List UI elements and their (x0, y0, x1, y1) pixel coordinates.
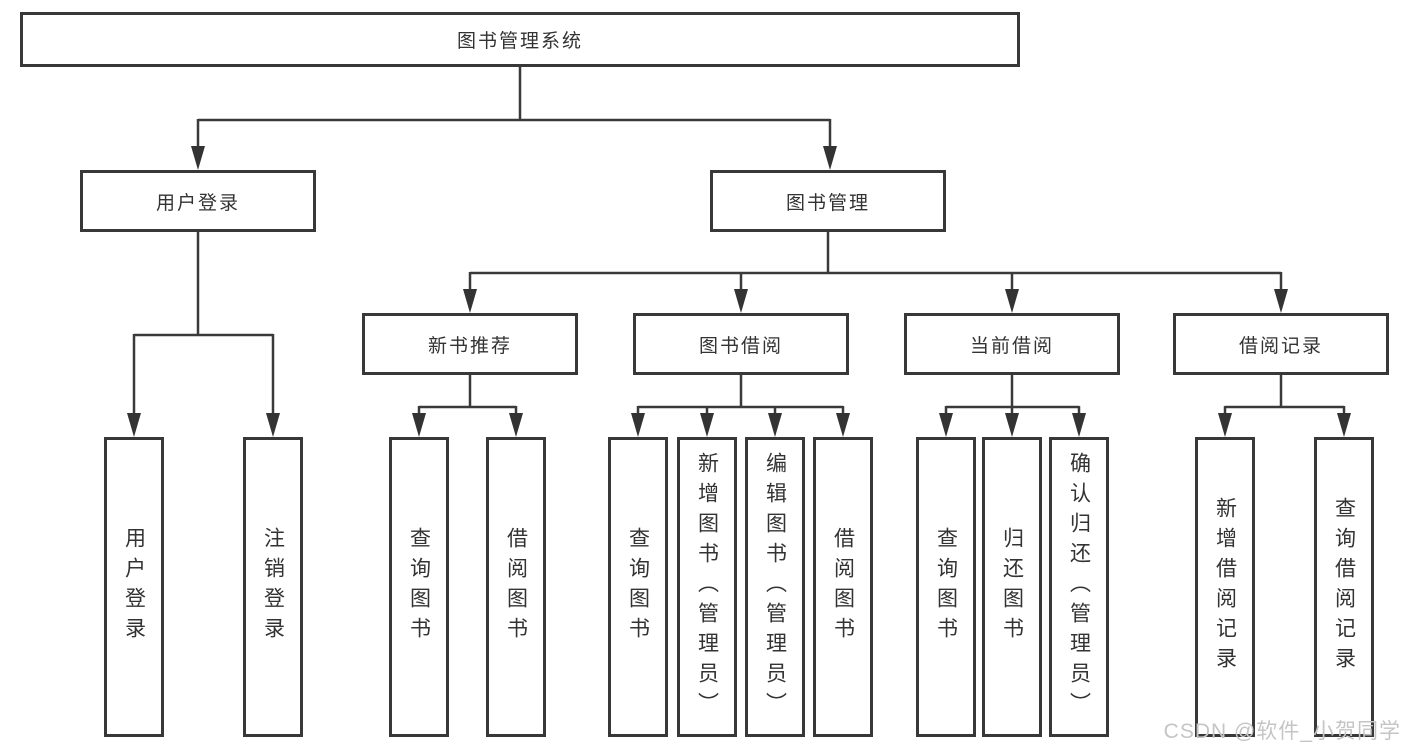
leaf-label: 编辑图书（管理员） (763, 452, 787, 722)
connector-root-to-level2 (191, 67, 837, 170)
csdn-watermark: CSDN @软件_小贺同学 (1163, 720, 1401, 743)
node-new-book-recommendation: 新书推荐 (362, 313, 578, 375)
leaf-label: 查询图书 (407, 527, 431, 647)
leaf-label: 借阅图书 (504, 527, 528, 647)
leaf-label: 查询借阅记录 (1332, 497, 1356, 677)
node-label: 图书管理系统 (456, 31, 583, 52)
leaf-return-books: 归还图书 (982, 437, 1042, 737)
node-book-management: 图书管理 (710, 170, 946, 232)
leaf-label: 新增借阅记录 (1213, 497, 1237, 677)
node-label: 当前借阅 (969, 335, 1054, 357)
connector-book-management-to-level3 (463, 232, 1288, 313)
node-label: 用户登录 (155, 192, 240, 214)
leaf-label: 借阅图书 (831, 527, 855, 647)
leaf-query-books-newrec: 查询图书 (389, 437, 449, 737)
leaf-label: 新增图书（管理员） (695, 452, 719, 722)
leaf-logout-login: 注销登录 (243, 437, 303, 737)
leaf-label: 确认归还（管理员） (1067, 452, 1091, 722)
node-borrowing-records: 借阅记录 (1173, 313, 1389, 375)
connector-book-borrowing-to-leaves (631, 375, 850, 437)
connector-new-book-to-leaves (412, 375, 523, 437)
leaf-label: 查询图书 (934, 527, 958, 647)
leaf-label: 注销登录 (261, 527, 285, 647)
node-label: 新书推荐 (427, 335, 512, 357)
leaf-label: 归还图书 (1000, 527, 1024, 647)
leaf-borrow-books-newrec: 借阅图书 (486, 437, 546, 737)
node-label: 图书借阅 (698, 335, 783, 357)
leaf-query-books-borrow: 查询图书 (608, 437, 668, 737)
node-book-borrowing: 图书借阅 (633, 313, 849, 375)
leaf-edit-books-admin: 编辑图书（管理员） (745, 437, 805, 737)
node-library-management-system: 图书管理系统 (20, 12, 1020, 67)
leaf-user-login: 用户登录 (104, 437, 164, 737)
node-current-borrowing: 当前借阅 (904, 313, 1120, 375)
leaf-borrow-books-borrow: 借阅图书 (813, 437, 873, 737)
connector-borrowing-records-to-leaves (1218, 375, 1351, 437)
leaf-add-books-admin: 新增图书（管理员） (677, 437, 737, 737)
leaf-label: 用户登录 (122, 527, 146, 647)
node-label: 图书管理 (785, 192, 870, 214)
node-user-login: 用户登录 (80, 170, 316, 232)
leaf-label: 查询图书 (626, 527, 650, 647)
leaf-confirm-return-admin: 确认归还（管理员） (1049, 437, 1109, 737)
node-label: 借阅记录 (1238, 335, 1323, 357)
connector-user-login-to-leaves (127, 232, 280, 437)
leaf-query-books-current: 查询图书 (916, 437, 976, 737)
leaf-add-borrow-record: 新增借阅记录 (1195, 437, 1255, 737)
leaf-query-borrow-record: 查询借阅记录 (1314, 437, 1374, 737)
connector-current-borrowing-to-leaves (939, 375, 1086, 437)
